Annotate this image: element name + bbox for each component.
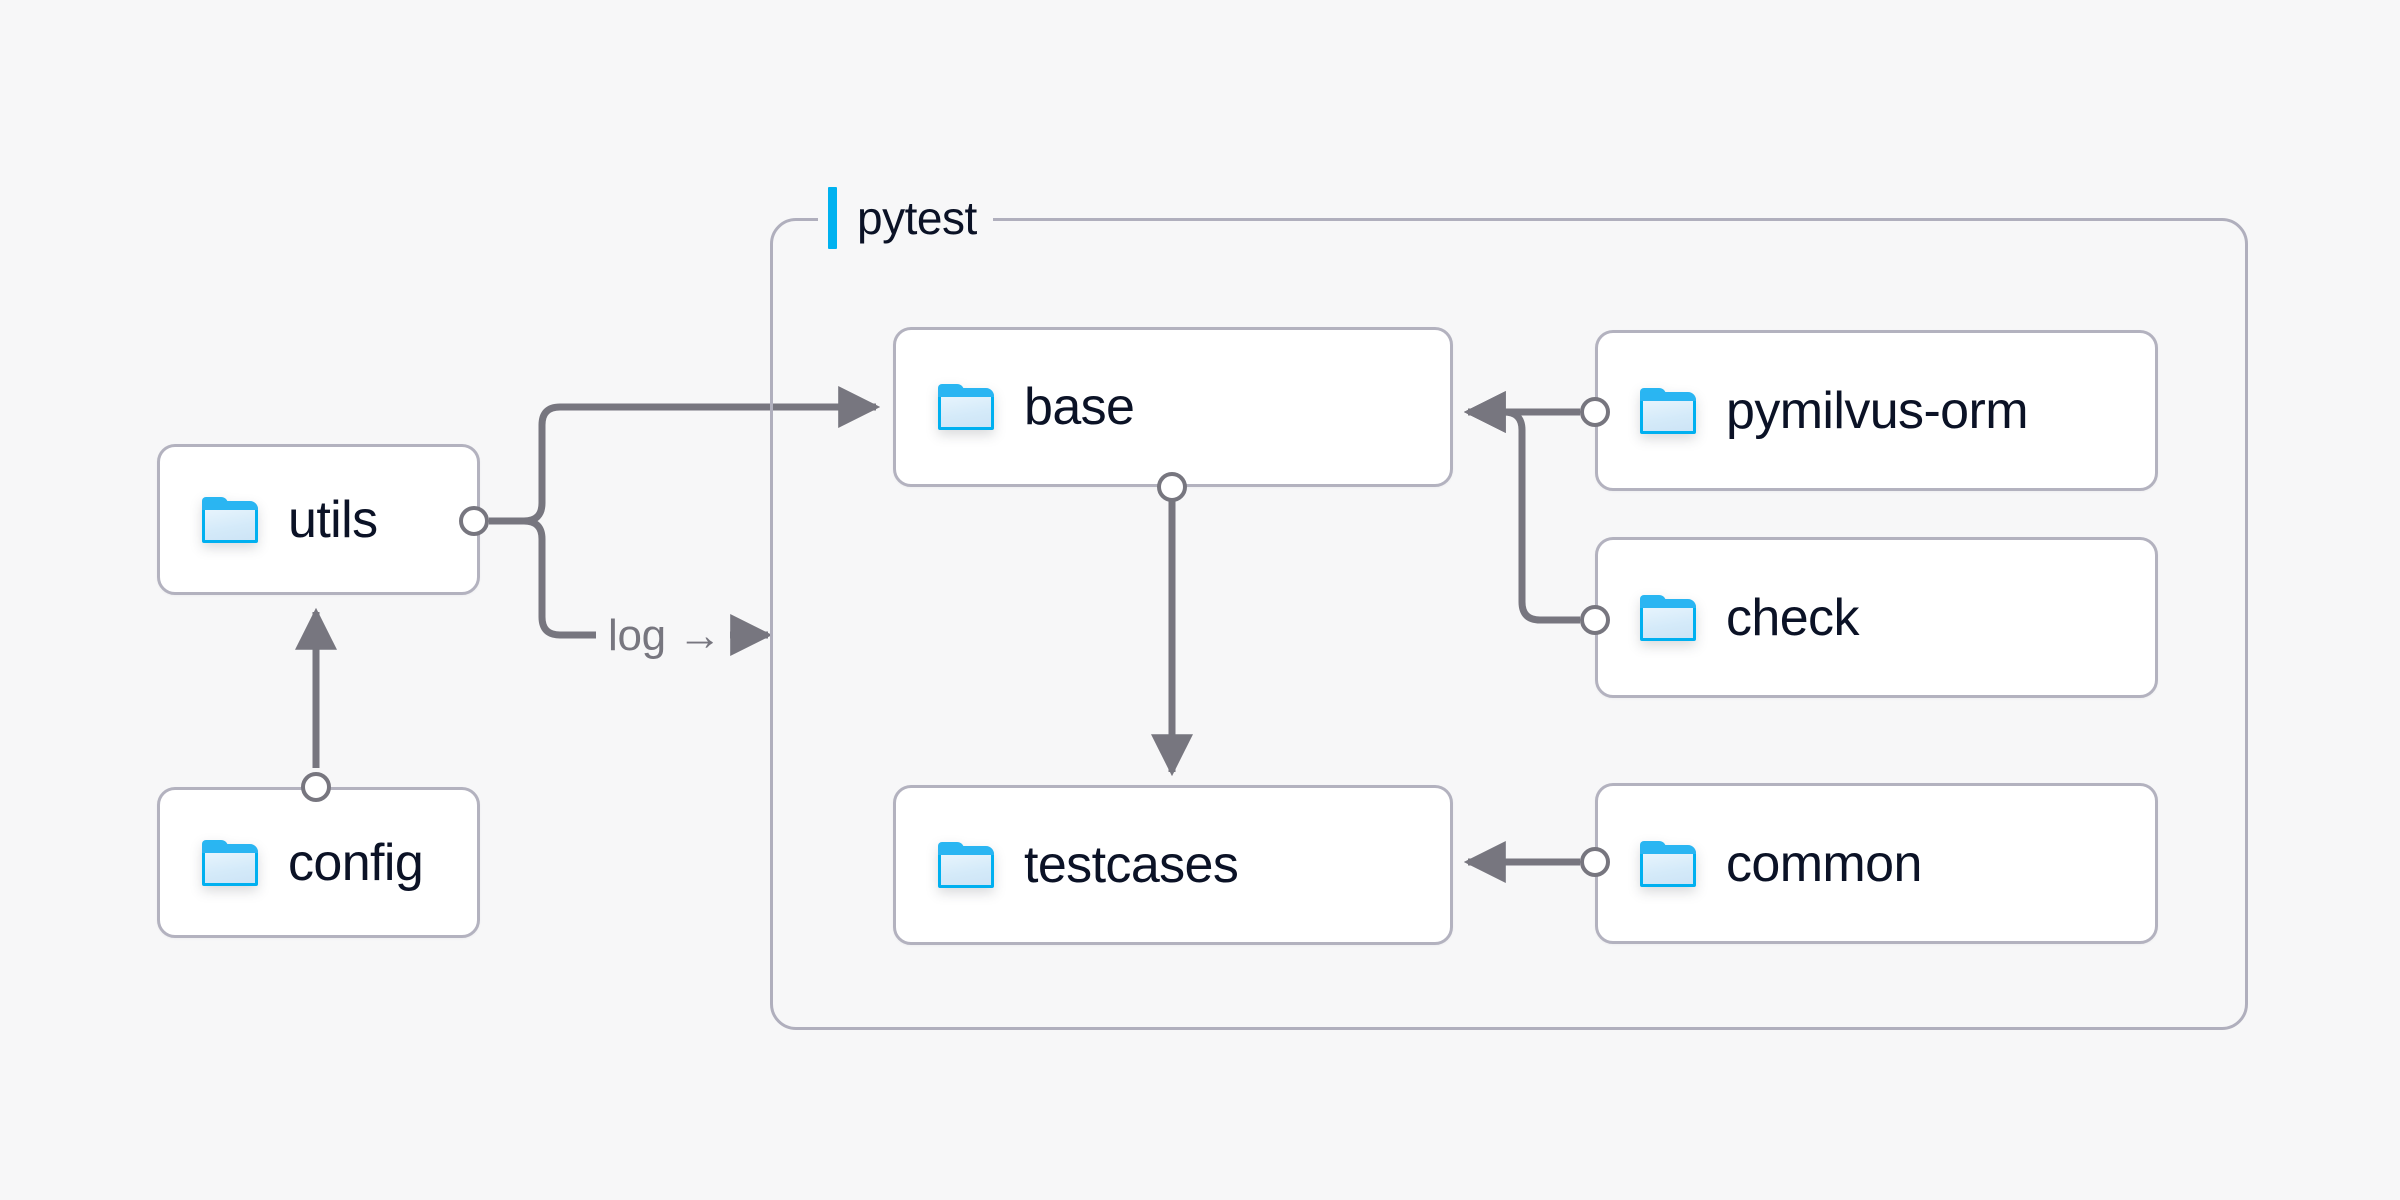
connector-dot-base-bottom[interactable] [1157,472,1187,502]
folder-icon [202,496,258,543]
group-pytest-label: pytest [857,192,977,244]
connector-dot-config-top[interactable] [301,772,331,802]
edge-label-log-text: log [608,611,666,660]
node-utils[interactable]: utils [157,444,480,595]
node-testcases-label: testcases [1024,836,1239,894]
node-config[interactable]: config [157,787,480,938]
node-base-label: base [1024,378,1135,436]
folder-icon [938,842,994,888]
node-common[interactable]: common [1595,783,2158,944]
node-check[interactable]: check [1595,537,2158,698]
connector-dot-pymilvus-orm-left[interactable] [1580,397,1610,427]
folder-icon [1640,387,1696,434]
group-pytest[interactable] [770,218,2248,1030]
node-utils-label: utils [288,490,378,549]
group-accent-bar [828,187,837,249]
node-config-label: config [288,833,424,892]
node-testcases[interactable]: testcases [893,785,1453,945]
node-base[interactable]: base [893,327,1453,487]
connector-dot-utils-right[interactable] [459,506,489,536]
folder-icon [202,839,258,886]
folder-icon [938,384,994,430]
folder-icon [1640,594,1696,641]
edge-label-log-arrow-glyph: → [677,611,722,660]
connector-dot-check-left[interactable] [1580,605,1610,635]
edge-label-log: log → [600,611,730,660]
node-pymilvus-orm[interactable]: pymilvus-orm [1595,330,2158,491]
edge-utils-to-log [523,517,596,639]
node-pymilvus-orm-label: pymilvus-orm [1726,381,2029,440]
node-common-label: common [1726,834,1922,893]
group-pytest-label-wrap: pytest [818,183,993,253]
connector-dot-common-left[interactable] [1580,847,1610,877]
node-check-label: check [1726,588,1859,647]
folder-icon [1640,840,1696,887]
